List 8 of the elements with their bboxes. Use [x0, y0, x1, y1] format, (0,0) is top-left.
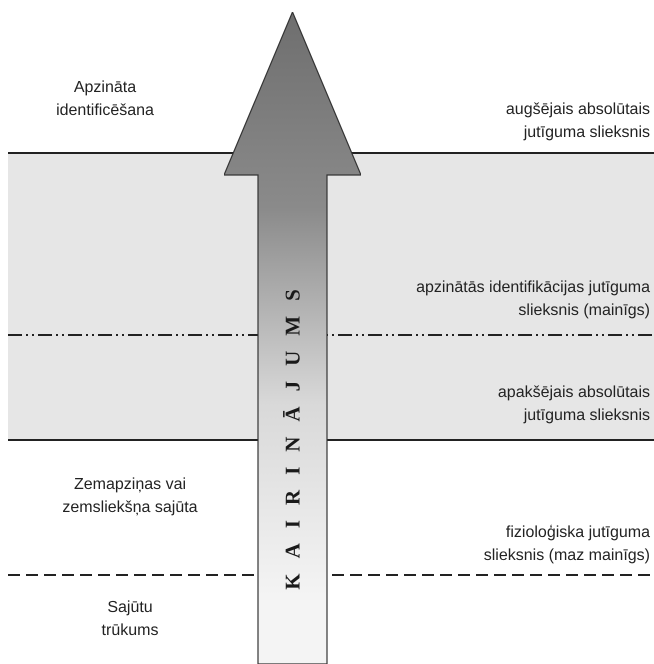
- text-label: Apzināta identificēšana: [55, 78, 155, 121]
- arrow-label: KAIRINĀJUMS: [280, 274, 305, 590]
- text-label: apzinātās identifikācijas jutīguma slieksnis (mainīgs): [415, 278, 650, 321]
- text-label: Zemapziņas vai zemsliekšņa sajūta: [61, 475, 199, 518]
- text-label: Sajūtu trūkums: [100, 598, 160, 641]
- text-label: fizioloģiska jutīguma slieksnis (maz mainīgs): [482, 523, 650, 566]
- text-label: apakšējais absolūtais jutīguma slieksnis: [496, 383, 650, 426]
- text-label: augšējais absolūtais jutīguma slieksnis: [504, 100, 650, 143]
